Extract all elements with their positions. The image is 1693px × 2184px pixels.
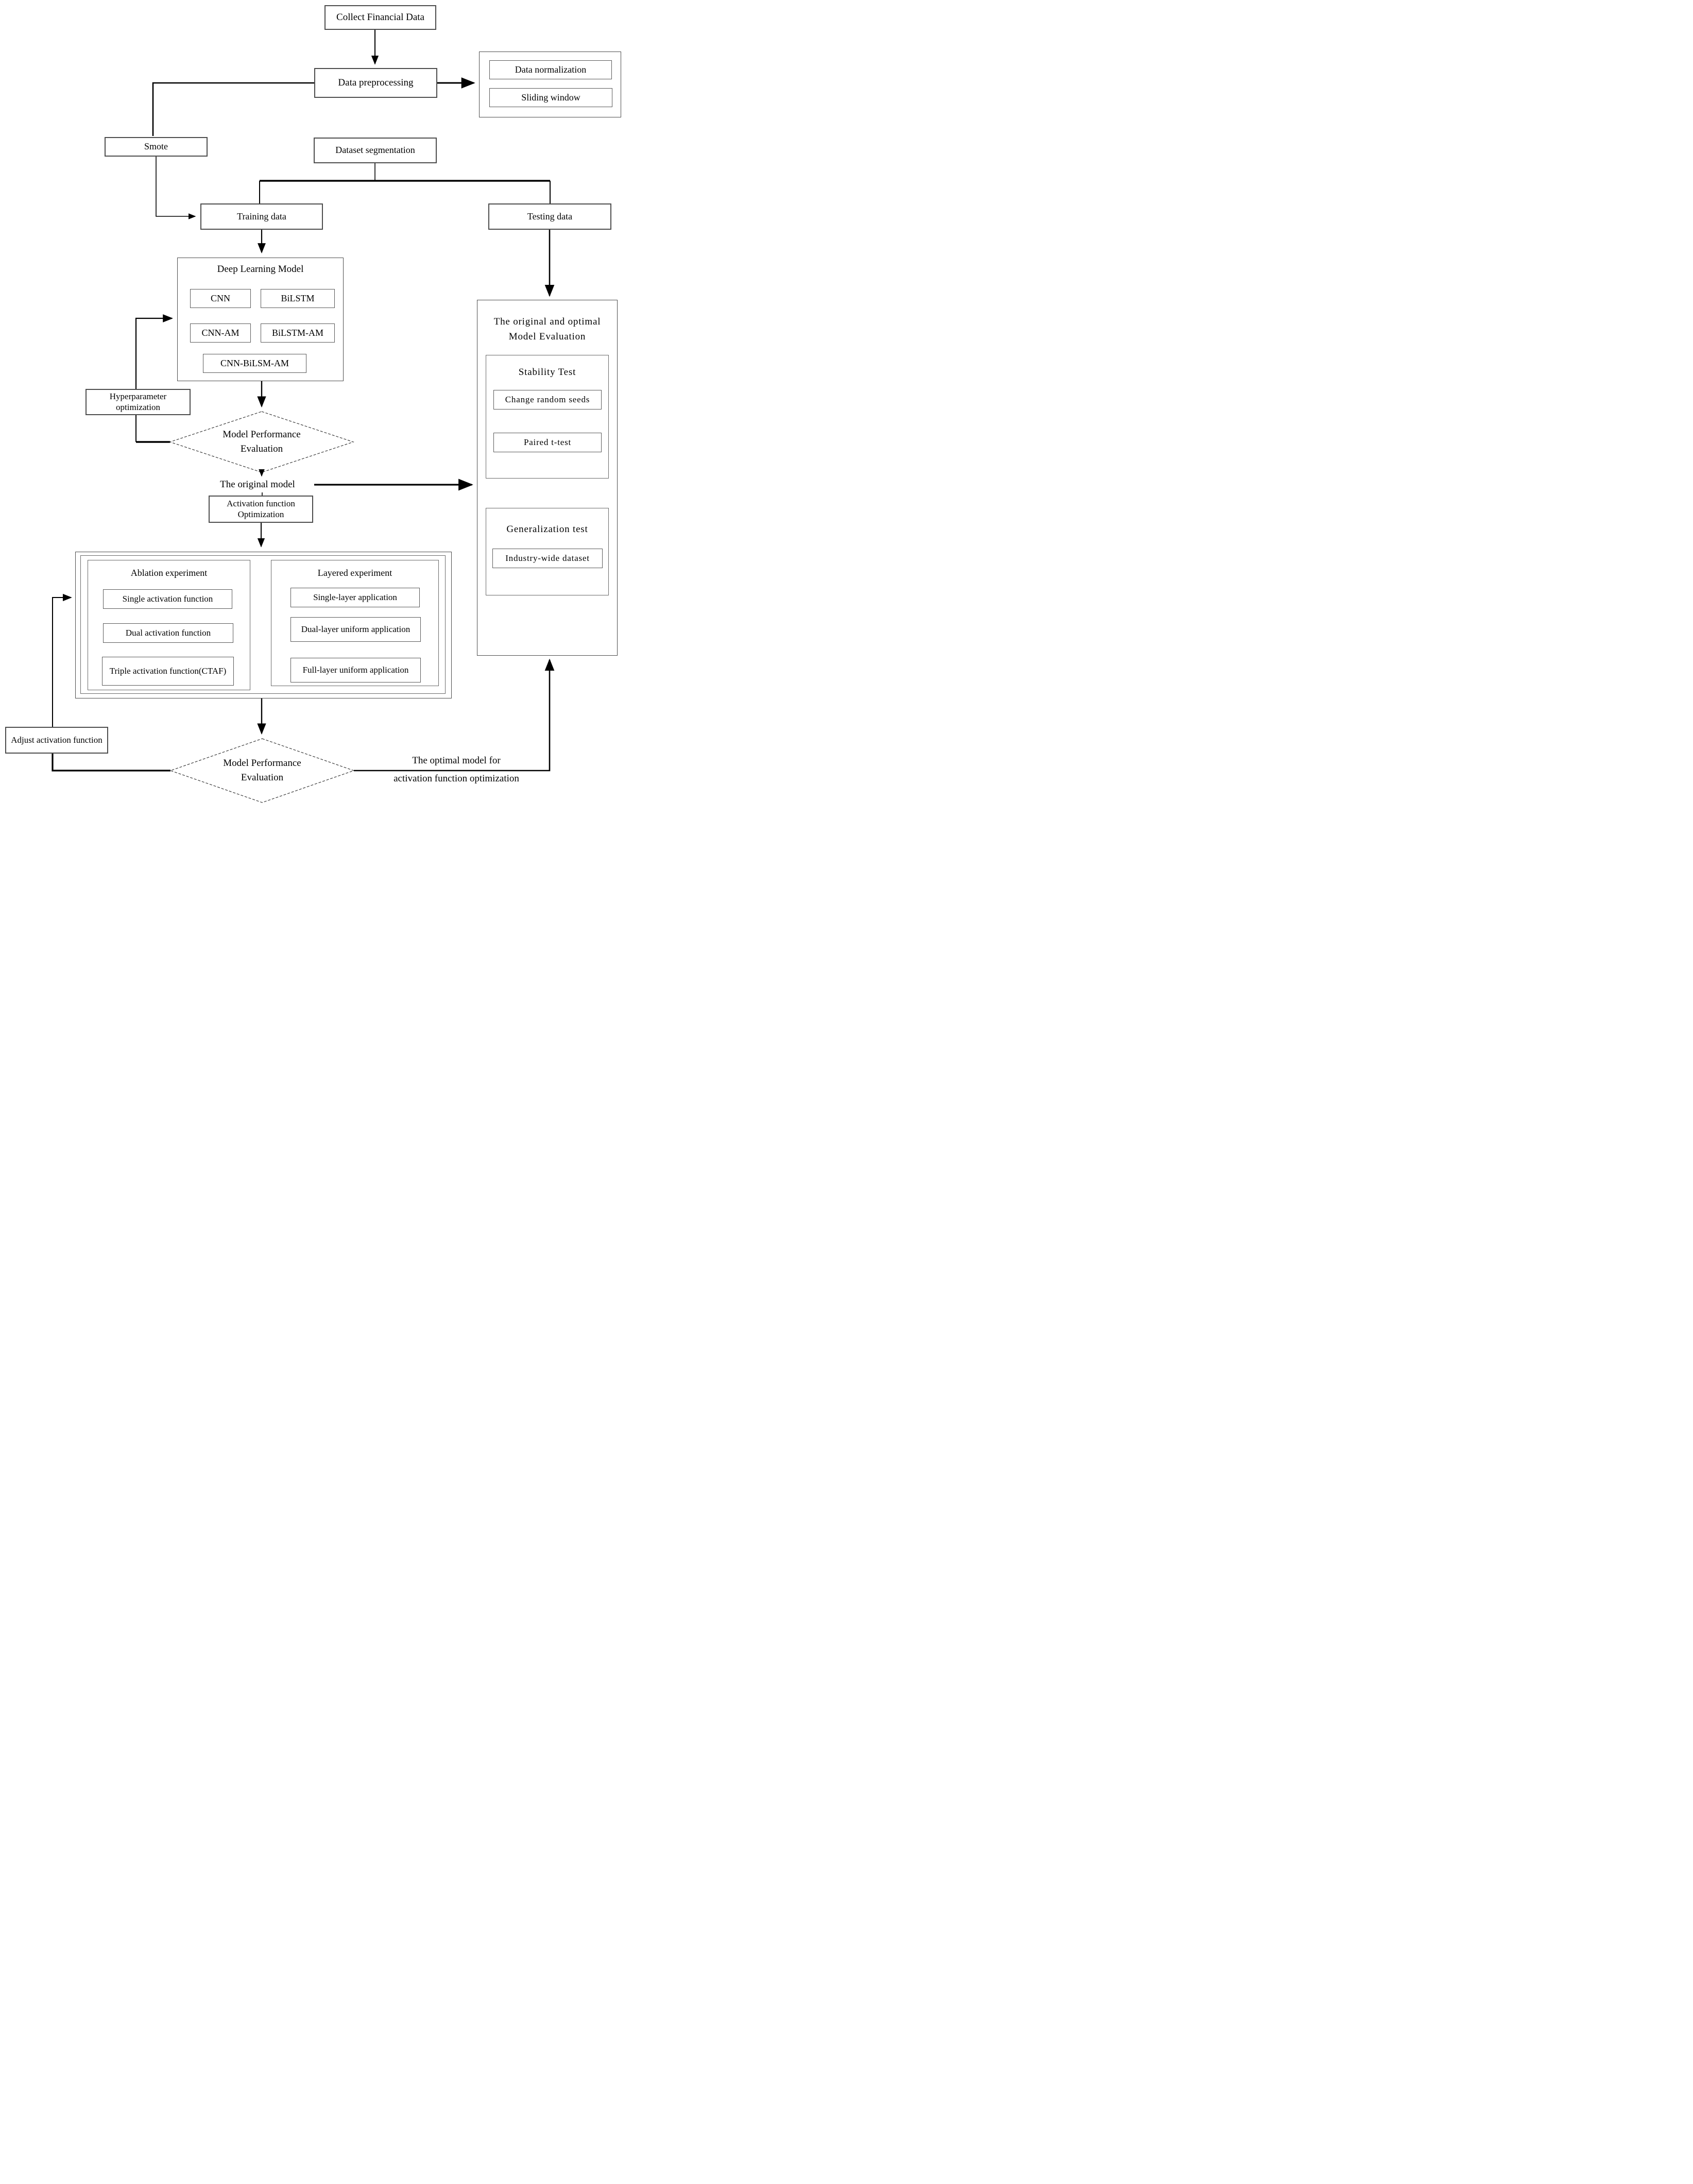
sliding-window-node: Sliding window	[489, 88, 612, 107]
stability-test-title: Stability Test	[518, 367, 576, 378]
model-cnn-am-node: CNN-AM	[190, 323, 251, 343]
training-data-node: Training data	[200, 203, 323, 230]
generalization-test-title: Generalization test	[506, 524, 588, 535]
line-segmentation-branch	[259, 163, 551, 203]
the-original-model-label: The original model	[220, 479, 295, 490]
generalization-test-box: Generalization test Industry-wide datase…	[486, 508, 609, 595]
testing-data-node: Testing data	[488, 203, 611, 230]
flowchart-canvas: Collect Financial Data Data preprocessin…	[0, 0, 623, 805]
single-activation-function-node: Single activation function	[103, 589, 232, 609]
arrow-hyperparameter-to-dlm	[135, 314, 173, 389]
stability-test-box: Stability Test Change random seeds Paire…	[486, 355, 609, 479]
evaluation-panel-title: The original and optimal Model Evaluatio…	[493, 316, 601, 342]
model-cnn-bilsm-am-node: CNN-BiLSM-AM	[203, 354, 306, 373]
collect-financial-data-node: Collect Financial Data	[324, 5, 436, 30]
line-preprocessing-to-smote	[152, 82, 314, 136]
model-performance-evaluation-2-label: Model Performance Evaluation	[223, 758, 301, 783]
model-bilstm-node: BiLSTM	[261, 289, 335, 308]
layered-experiment-panel: Layered experiment Single-layer applicat…	[271, 560, 439, 686]
ablation-experiment-title: Ablation experiment	[130, 568, 208, 578]
arrow-smote-to-training	[156, 157, 196, 219]
industry-wide-dataset-node: Industry-wide dataset	[492, 549, 603, 568]
layered-experiment-title: Layered experiment	[317, 568, 392, 578]
paired-t-test-node: Paired t-test	[493, 433, 602, 452]
arrow-adjust-to-experiments	[52, 593, 72, 727]
change-random-seeds-node: Change random seeds	[493, 390, 602, 410]
data-preprocessing-node: Data preprocessing	[314, 68, 437, 98]
hyperparameter-optimization-node: Hyperparameter optimization	[85, 389, 191, 415]
model-cnn-node: CNN	[190, 289, 251, 308]
smote-node: Smote	[105, 137, 208, 157]
model-performance-evaluation-2-diamond	[169, 738, 355, 803]
model-bilstm-am-node: BiLSTM-AM	[261, 323, 335, 343]
deep-learning-model-title: Deep Learning Model	[217, 264, 304, 275]
model-performance-evaluation-1-diamond	[169, 411, 354, 473]
data-normalization-node: Data normalization	[489, 60, 612, 79]
single-layer-application-node: Single-layer application	[290, 588, 420, 607]
evaluation-panel: The original and optimal Model Evaluatio…	[477, 300, 618, 656]
dual-activation-function-node: Dual activation function	[103, 623, 233, 643]
preprocessing-steps-container: Data normalization Sliding window	[479, 52, 621, 117]
adjust-activation-function-node: Adjust activation function	[5, 727, 108, 754]
activation-function-optimization-node: Activation function Optimization	[209, 496, 313, 523]
optimal-model-caption-line2: activation function optimization	[394, 773, 519, 784]
deep-learning-model-container: Deep Learning Model CNN BiLSTM CNN-AM Bi…	[177, 258, 344, 381]
dual-layer-uniform-application-node: Dual-layer uniform application	[290, 617, 421, 642]
dataset-segmentation-node: Dataset segmentation	[314, 138, 437, 163]
optimal-model-caption-line1: The optimal model for	[412, 755, 501, 766]
connector-layer	[52, 30, 555, 803]
ablation-experiment-panel: Ablation experiment Single activation fu…	[88, 560, 250, 690]
arrow-evaluation2-to-panel	[354, 658, 555, 772]
line-evaluation2-to-adjust	[52, 754, 170, 772]
line-evaluation1-to-hyperparameter	[135, 415, 170, 443]
triple-activation-function-node: Triple activation function(CTAF)	[102, 657, 234, 686]
model-performance-evaluation-1-label: Model Performance Evaluation	[223, 429, 301, 454]
full-layer-uniform-application-node: Full-layer uniform application	[290, 658, 421, 682]
